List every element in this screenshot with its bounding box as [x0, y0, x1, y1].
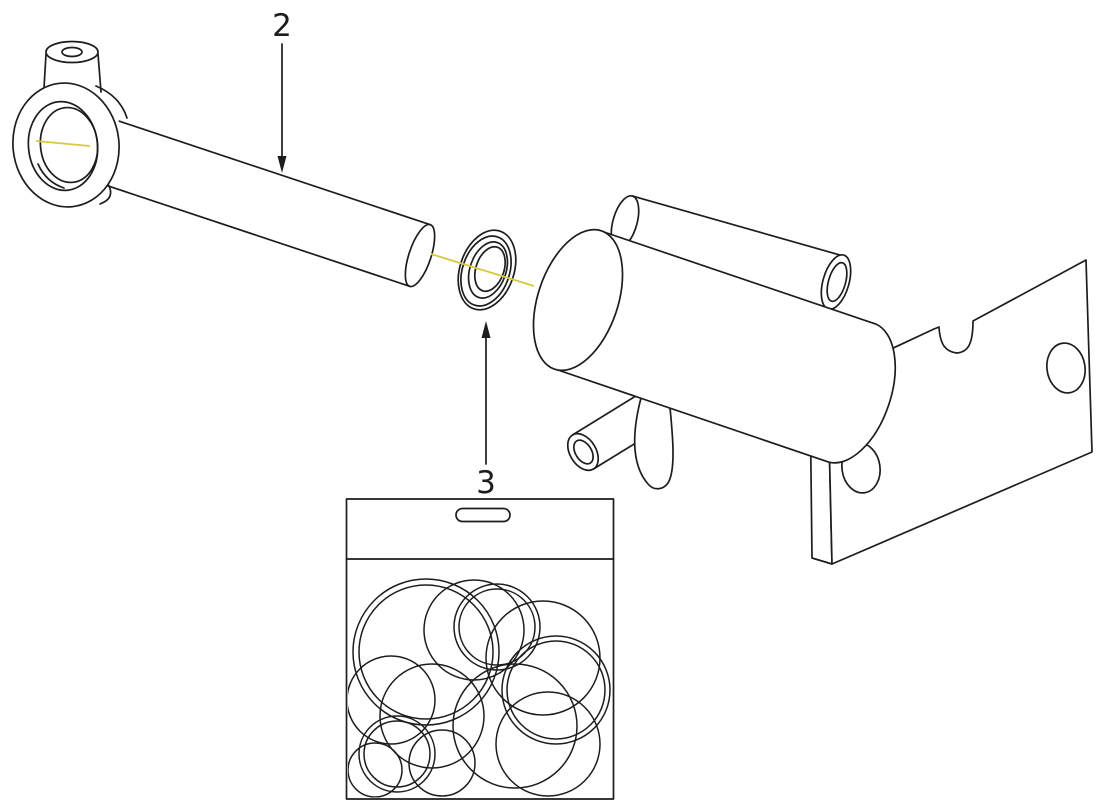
rod-eye-outer [12, 82, 120, 208]
bag-hang-slot [455, 507, 511, 523]
piston-rod-assembly [12, 40, 436, 288]
o-ring [363, 720, 431, 788]
centerline [35, 140, 535, 287]
o-ring [348, 655, 436, 745]
o-ring [453, 583, 541, 671]
rod-eye-bore-back [39, 106, 99, 184]
callout-2: 2 [272, 8, 292, 173]
seal-bore-front [467, 241, 509, 299]
cylinder-mounting-lug [633, 397, 674, 490]
o-ring [452, 663, 578, 789]
cylinder-front-cap [532, 228, 624, 372]
rod-eye-bore-inner-arc [37, 163, 65, 189]
top-tube-body [617, 196, 844, 308]
boss-top-face [45, 40, 99, 64]
seal-bore-back [473, 245, 507, 293]
o-ring [495, 691, 601, 797]
callout-3-label: 3 [476, 465, 496, 501]
callout-2-label: 2 [272, 8, 292, 44]
callout-2-arrowhead-icon [277, 156, 287, 173]
o-ring [358, 584, 494, 720]
bottom-port-bore [573, 439, 594, 465]
plate-hole-upper [1046, 342, 1086, 394]
cylinder-fill [555, 231, 896, 463]
cylinder-silhouette [554, 230, 897, 464]
boss-hole [61, 46, 83, 58]
boss-sides [43, 53, 102, 93]
rod-body [98, 121, 431, 287]
o-ring [501, 635, 611, 745]
cylinder-body [532, 228, 897, 464]
o-ring [358, 715, 436, 793]
rod-seal [457, 229, 517, 311]
o-ring [348, 742, 403, 798]
o-ring [408, 729, 476, 797]
callout-3-arrowhead-icon [481, 321, 491, 338]
centerline-eye-segment [35, 140, 91, 147]
rod-end-cap [404, 223, 436, 288]
seal-kit-bag [345, 498, 615, 800]
o-ring [506, 640, 606, 740]
o-rings [348, 578, 611, 798]
o-ring [458, 588, 536, 666]
top-tube-bore [826, 261, 848, 303]
callout-3: 3 [476, 321, 496, 501]
rod-edges [97, 120, 432, 288]
o-ring [352, 578, 500, 726]
bag-outline [345, 498, 615, 800]
centerline-rod-cylinder-segment [430, 253, 535, 287]
eye-thickness-lower [99, 183, 112, 205]
lug-outline [633, 397, 674, 490]
plate-front-face [827, 259, 1093, 565]
